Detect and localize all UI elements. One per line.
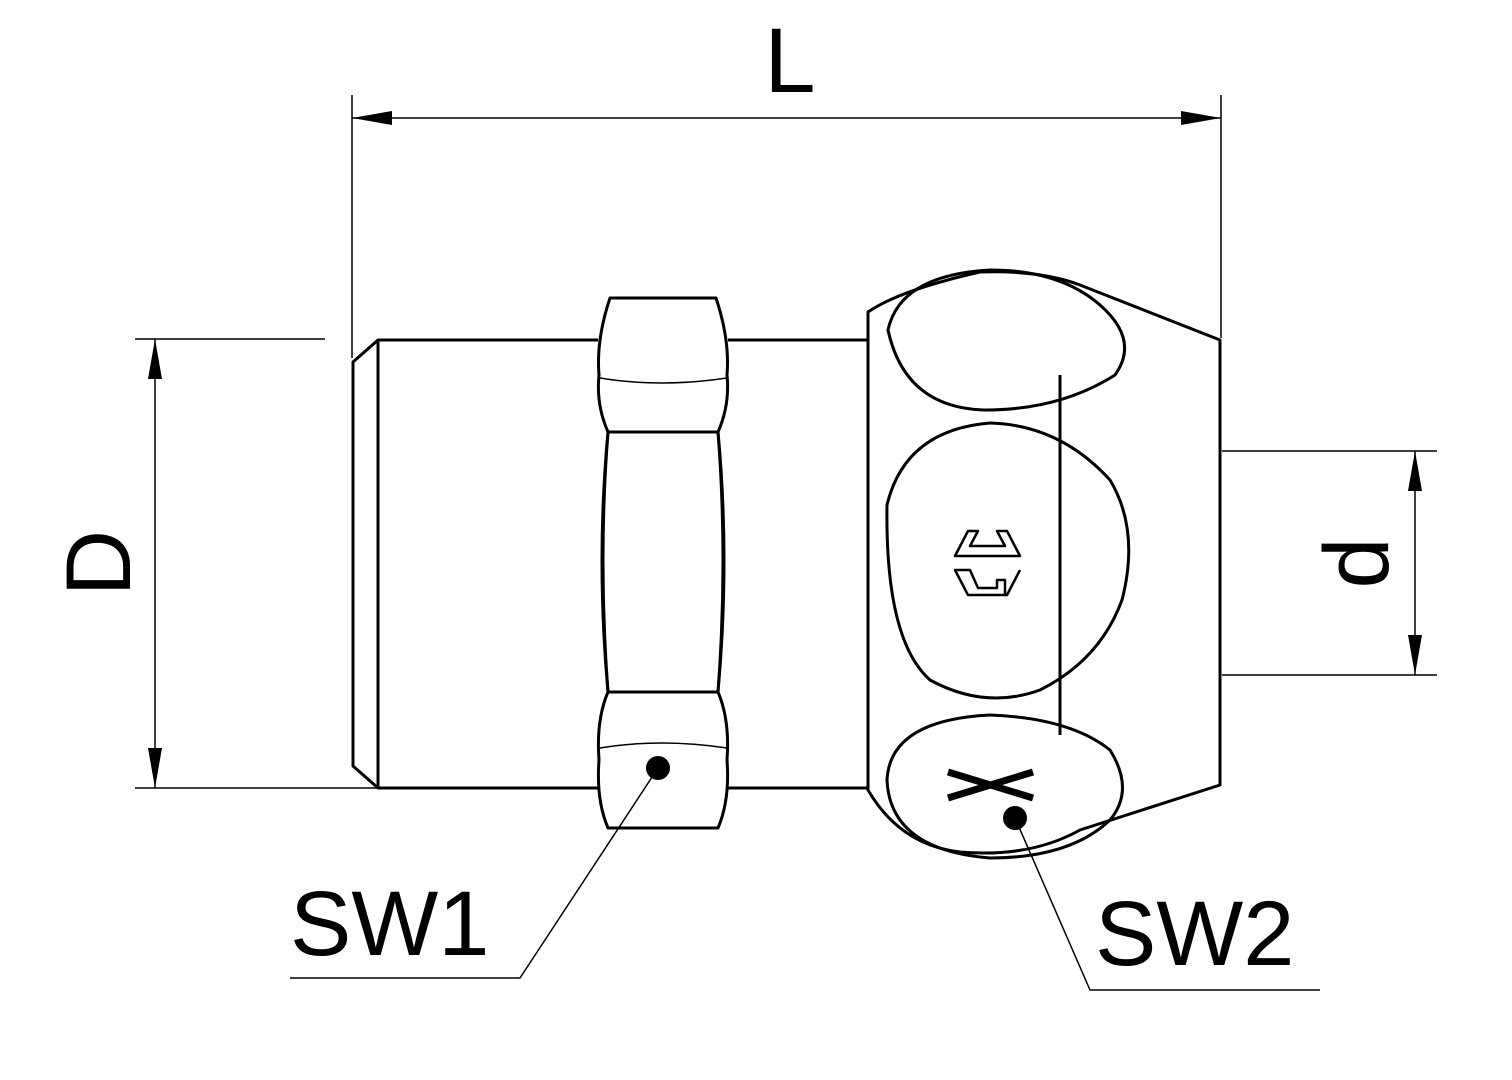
sw1-leader-line <box>290 767 659 979</box>
sw1-label: SW1 <box>290 873 489 975</box>
sw2-leader-line <box>1014 817 1320 991</box>
manufacturer-logo <box>953 529 1022 597</box>
x-mark <box>946 768 1035 802</box>
wing-body <box>866 268 1222 860</box>
inner-diameter-label: d <box>1306 537 1408 588</box>
hex-nut <box>596 296 730 830</box>
length-label: L <box>764 10 815 112</box>
sw2-label: SW2 <box>1095 883 1294 985</box>
length-dimension <box>351 95 1222 358</box>
outer-diameter-label: D <box>48 530 150 596</box>
threaded-end <box>351 338 600 790</box>
inner-diameter-dimension <box>1222 450 1437 676</box>
middle-tube <box>728 338 868 790</box>
outer-diameter-dimension <box>135 338 378 789</box>
